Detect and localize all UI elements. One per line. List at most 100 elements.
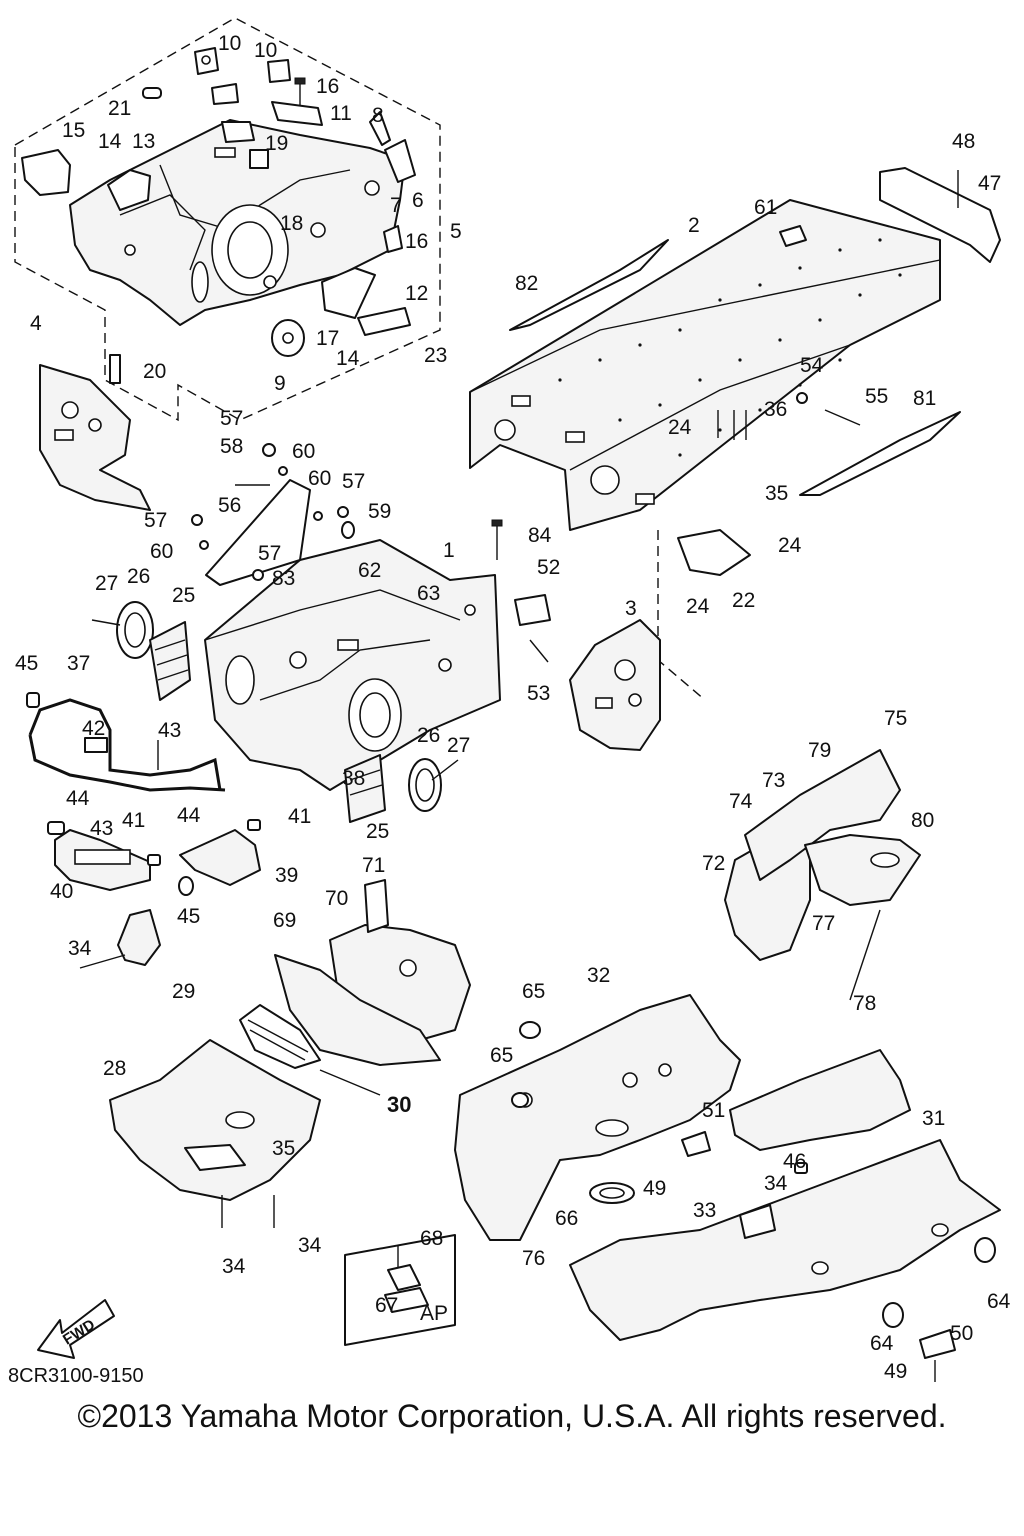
part-2-tunnel [469, 167, 1001, 701]
callout-22: 22 [732, 589, 755, 612]
callout-50: 50 [950, 1322, 973, 1345]
callout-51: 51 [702, 1099, 725, 1122]
callout-82: 82 [515, 272, 538, 295]
callout-28: 28 [103, 1057, 126, 1080]
callout-46: 46 [783, 1150, 806, 1173]
copyright-notice: ©2013 Yamaha Motor Corporation, U.S.A. A… [77, 1398, 947, 1434]
callout-57: 57 [220, 407, 243, 430]
part-31-78-belly-pans [569, 1049, 1001, 1382]
callout-5: 5 [450, 220, 462, 243]
callout-33: 33 [693, 1199, 716, 1222]
callout-34: 34 [764, 1172, 788, 1195]
callout-84: 84 [528, 524, 552, 547]
callout-69: 69 [273, 909, 296, 932]
callout-41: 41 [288, 805, 311, 828]
callout-57: 57 [258, 542, 281, 565]
callout-72: 72 [702, 852, 725, 875]
callout-18: 18 [280, 212, 303, 235]
part-1-center-frame [191, 443, 503, 791]
part-4-bracket [39, 354, 151, 511]
callout-25: 25 [172, 584, 195, 607]
callout-34: 34 [68, 937, 92, 960]
callout-65: 65 [490, 1044, 513, 1067]
callout-52: 52 [537, 556, 560, 579]
callout-10: 10 [254, 39, 277, 62]
callout-3: 3 [625, 597, 637, 620]
callout-62: 62 [358, 559, 381, 582]
callout-43: 43 [158, 719, 181, 742]
callout-74: 74 [729, 790, 753, 813]
callout-15: 15 [62, 119, 85, 142]
callout-70: 70 [325, 887, 348, 910]
part-3-bracket [514, 594, 661, 751]
callout-57: 57 [342, 470, 365, 493]
callout-60: 60 [292, 440, 315, 463]
callout-23: 23 [424, 344, 447, 367]
side-panels-right [724, 749, 921, 1001]
callout-55: 55 [865, 385, 888, 408]
callout-60: 60 [150, 540, 173, 563]
callout-29: 29 [172, 980, 195, 1003]
callout-58: 58 [220, 435, 243, 458]
callout-9: 9 [274, 372, 286, 395]
callout-32: 32 [587, 964, 610, 987]
callout-27: 27 [447, 734, 470, 757]
ap-label: AP [420, 1302, 448, 1325]
callout-73: 73 [762, 769, 785, 792]
callout-80: 80 [911, 809, 934, 832]
callout-78: 78 [853, 992, 876, 1015]
fwd-arrow-icon: FWD [37, 1299, 115, 1359]
callout-75: 75 [884, 707, 907, 730]
callout-76: 76 [522, 1247, 545, 1270]
diagram-code: 8CR3100-9150 [8, 1365, 144, 1387]
callout-79: 79 [808, 739, 831, 762]
callout-67: 67 [375, 1294, 398, 1317]
callout-77: 77 [812, 912, 835, 935]
callout-61: 61 [754, 196, 777, 219]
callout-1: 1 [443, 539, 455, 562]
callout-2: 2 [688, 214, 700, 237]
callout-45: 45 [177, 905, 200, 928]
callout-66: 66 [555, 1207, 578, 1230]
callout-26: 26 [127, 565, 150, 588]
callout-21: 21 [108, 97, 131, 120]
callout-37: 37 [67, 652, 90, 675]
callout-42: 42 [82, 717, 105, 740]
callout-53: 53 [527, 682, 550, 705]
callout-13: 13 [132, 130, 155, 153]
callout-4: 4 [30, 312, 42, 335]
callout-16: 16 [405, 230, 428, 253]
callout-54: 54 [800, 354, 824, 377]
callout-83: 83 [272, 567, 295, 590]
callout-65: 65 [522, 980, 545, 1003]
belly-pan-left [109, 879, 471, 1228]
callout-36: 36 [764, 398, 787, 421]
callout-27: 27 [95, 572, 118, 595]
ap-inset [344, 1234, 456, 1346]
callout-labels: 10 10 16 21 11 8 15 14 13 19 6 7 18 5 16… [15, 32, 1011, 1383]
callout-10: 10 [218, 32, 241, 55]
callout-60: 60 [308, 467, 331, 490]
callout-71: 71 [362, 854, 385, 877]
callout-35: 35 [765, 482, 788, 505]
callout-41: 41 [122, 809, 145, 832]
callout-14: 14 [336, 347, 360, 370]
callout-8: 8 [372, 104, 384, 127]
callout-24: 24 [686, 595, 710, 618]
tunnel-rivets [558, 238, 902, 457]
front-frame-group [14, 17, 441, 422]
callout-35: 35 [272, 1137, 295, 1160]
callout-14: 14 [98, 130, 122, 153]
callout-6: 6 [412, 189, 424, 212]
bumper-group [26, 692, 261, 969]
callout-25: 25 [366, 820, 389, 843]
part-32-belly-pan [454, 994, 741, 1241]
callout-24: 24 [668, 416, 692, 439]
callout-31: 31 [922, 1107, 945, 1130]
boots-group [91, 601, 459, 823]
callout-64: 64 [870, 1332, 894, 1355]
callout-16: 16 [316, 75, 339, 98]
callout-30: 30 [387, 1092, 411, 1117]
callout-56: 56 [218, 494, 241, 517]
